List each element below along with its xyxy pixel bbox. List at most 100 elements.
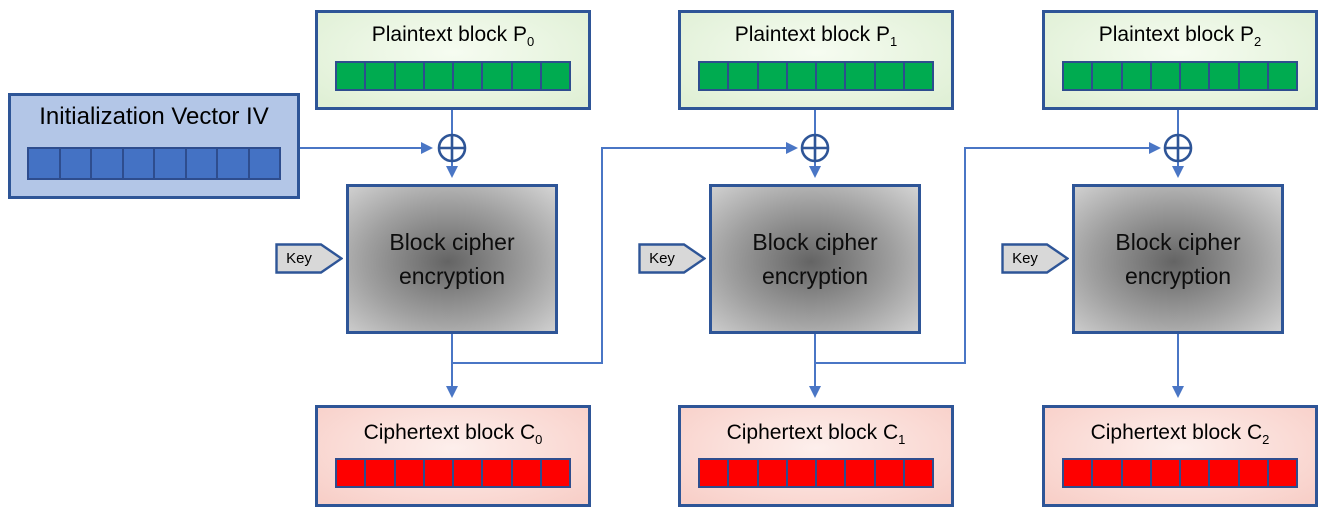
bit-cell xyxy=(873,458,905,488)
block-cipher-box-0: Block cipher encryption xyxy=(346,184,558,334)
plaintext-label-text: Plaintext block P xyxy=(371,23,527,46)
key-label: Key xyxy=(1012,250,1038,267)
bit-cell xyxy=(510,61,542,91)
bit-cell xyxy=(1208,61,1240,91)
bit-cell xyxy=(184,147,218,180)
bit-cell xyxy=(335,61,367,91)
bit-cell xyxy=(393,458,425,488)
key-tag-0: Key xyxy=(275,243,343,274)
bit-cell xyxy=(1062,458,1094,488)
bit-cell xyxy=(698,61,730,91)
bit-cell xyxy=(121,147,155,180)
ciphertext-cells xyxy=(698,458,934,488)
bit-cell xyxy=(1179,61,1211,91)
key-tag-2: Key xyxy=(1001,243,1069,274)
bit-cell xyxy=(785,61,817,91)
plaintext-cells xyxy=(1062,61,1298,91)
block-cipher-box-1: Block cipher encryption xyxy=(709,184,921,334)
bit-cell xyxy=(1179,458,1211,488)
bit-cell xyxy=(785,458,817,488)
iv-label: Initialization Vector IV xyxy=(39,103,269,130)
bit-cell xyxy=(1266,458,1298,488)
bit-cell xyxy=(364,61,396,91)
bit-cell xyxy=(481,61,513,91)
ciphertext-label: Ciphertext block C0 xyxy=(318,421,588,447)
plaintext-label-subscript: 0 xyxy=(527,34,535,50)
plaintext-label-subscript: 2 xyxy=(1254,34,1262,50)
ciphertext-label-text: Ciphertext block C xyxy=(363,421,536,444)
plaintext-label-subscript: 1 xyxy=(890,34,898,50)
ciphertext-cells xyxy=(1062,458,1298,488)
xor-icon xyxy=(800,133,830,163)
ciphertext-label-subscript: 1 xyxy=(898,432,906,448)
plaintext-label-text: Plaintext block P xyxy=(734,23,890,46)
ciphertext-cells xyxy=(335,458,571,488)
bit-cell xyxy=(727,61,759,91)
iv-cells xyxy=(27,147,281,180)
block-cipher-box-2: Block cipher encryption xyxy=(1072,184,1284,334)
ciphertext-label-text: Ciphertext block C xyxy=(726,421,899,444)
bit-cell xyxy=(422,458,454,488)
bit-cell xyxy=(452,61,484,91)
ciphertext-label: Ciphertext block C2 xyxy=(1045,421,1315,447)
ciphertext-label: Ciphertext block C1 xyxy=(681,421,951,447)
bit-cell xyxy=(539,458,571,488)
bit-cell xyxy=(393,61,425,91)
ciphertext-block-2: Ciphertext block C2 xyxy=(1042,405,1318,507)
bit-cell xyxy=(216,147,250,180)
bit-cell xyxy=(58,147,92,180)
plaintext-cells xyxy=(698,61,934,91)
bit-cell xyxy=(510,458,542,488)
bit-cell xyxy=(1237,61,1269,91)
key-pentagon-icon xyxy=(1001,243,1069,274)
iv-box: Initialization Vector IV xyxy=(8,93,300,199)
key-pentagon-icon xyxy=(275,243,343,274)
bit-cell xyxy=(1120,458,1152,488)
bit-cell xyxy=(452,458,484,488)
key-tag-1: Key xyxy=(638,243,706,274)
bit-cell xyxy=(247,147,281,180)
block-cipher-label-line1: Block cipher xyxy=(1115,228,1241,255)
plaintext-cells xyxy=(335,61,571,91)
bit-cell xyxy=(844,458,876,488)
plaintext-block-2: Plaintext block P2 xyxy=(1042,10,1318,110)
flow-arrows xyxy=(300,110,1184,398)
feedback-arrow-1 xyxy=(815,142,1161,364)
bit-cell xyxy=(90,147,124,180)
bit-cell xyxy=(756,61,788,91)
block-cipher-label-line2: encryption xyxy=(398,263,506,289)
ciphertext-label-subscript: 2 xyxy=(1262,432,1270,448)
bit-cell xyxy=(815,458,847,488)
bit-cell xyxy=(873,61,905,91)
bit-cell xyxy=(815,61,847,91)
plaintext-block-0: Plaintext block P0 xyxy=(315,10,591,110)
bit-cell xyxy=(756,458,788,488)
block-cipher-label-line2: encryption xyxy=(761,263,869,289)
plaintext-label: Plaintext block P1 xyxy=(681,23,951,49)
bit-cell xyxy=(364,458,396,488)
bit-cell xyxy=(1208,458,1240,488)
key-label: Key xyxy=(286,250,312,267)
bit-cell xyxy=(1266,61,1298,91)
bit-cell xyxy=(1091,61,1123,91)
feedback-arrow-0 xyxy=(452,142,798,364)
bit-cell xyxy=(1237,458,1269,488)
bit-cell xyxy=(902,458,934,488)
ciphertext-block-1: Ciphertext block C1 xyxy=(678,405,954,507)
xor-icon xyxy=(1163,133,1193,163)
block-cipher-label-line1: Block cipher xyxy=(389,228,515,255)
bit-cell xyxy=(727,458,759,488)
ciphertext-label-text: Ciphertext block C xyxy=(1090,421,1263,444)
bit-cell xyxy=(902,61,934,91)
bit-cell xyxy=(1149,458,1181,488)
bit-cell xyxy=(1120,61,1152,91)
plaintext-label: Plaintext block P2 xyxy=(1045,23,1315,49)
bit-cell xyxy=(698,458,730,488)
block-cipher-label-line2: encryption xyxy=(1124,263,1232,289)
plaintext-label-text: Plaintext block P xyxy=(1098,23,1254,46)
xor-icon xyxy=(437,133,467,163)
plaintext-block-1: Plaintext block P1 xyxy=(678,10,954,110)
bit-cell xyxy=(481,458,513,488)
